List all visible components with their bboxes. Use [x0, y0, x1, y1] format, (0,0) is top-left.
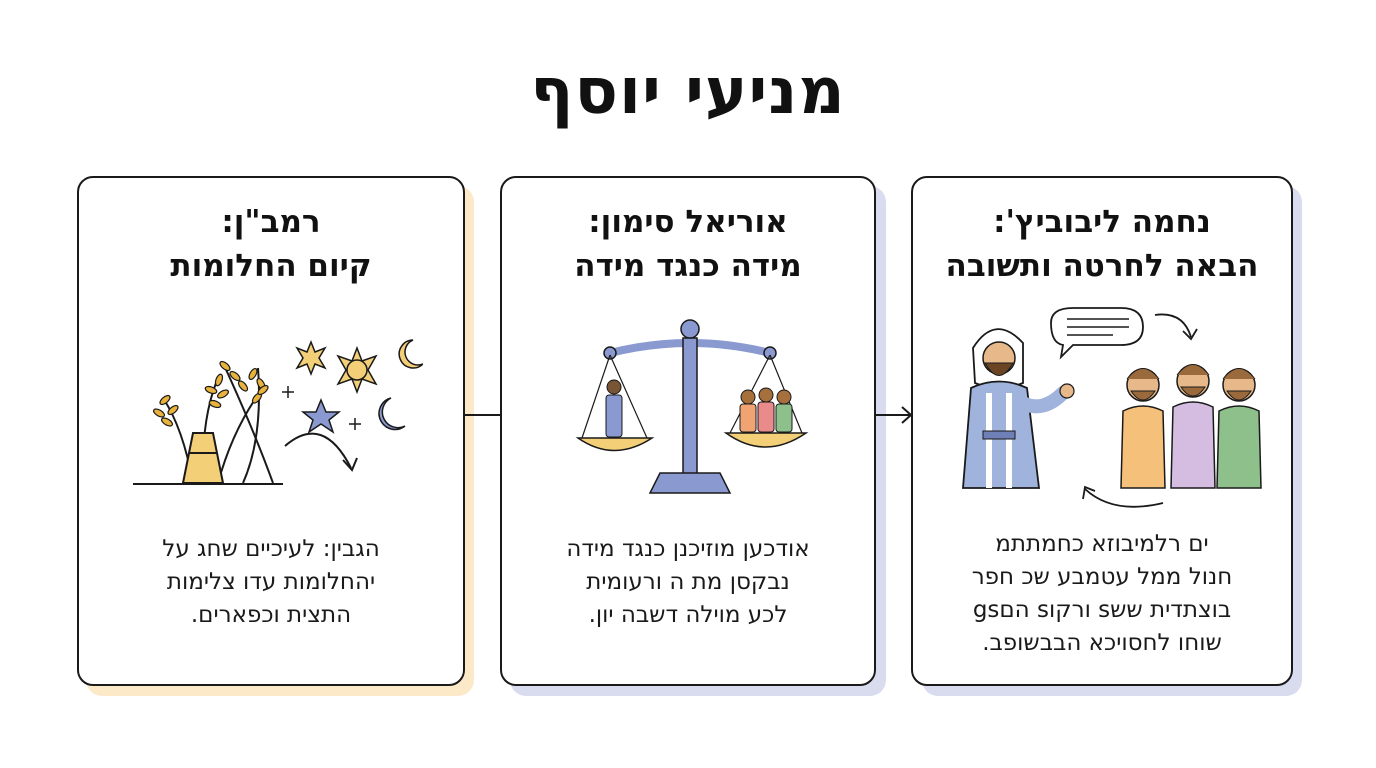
right-card-text-line: שוחו לחסויכא הבבשופב. [982, 630, 1222, 656]
left-card-text-line: התצית וכפארים. [190, 602, 352, 628]
left-card-title-line1: רמב"ן: [221, 204, 321, 240]
right-card-title: נחמה ליבוביץ': הבאה לחרטה ותשובה [923, 200, 1281, 288]
middle-card-text-line: נבקסן מת ה ורעומית [586, 569, 790, 595]
balance-scale-icon [575, 319, 809, 494]
right-card-text-line: חנול ממל עטמבע שכ חפר [971, 564, 1233, 590]
right-card-text-line: בוצתדית ששs ורקוs הםgs [972, 597, 1232, 623]
left-card-text-line: הגבין: לעיכיים שחג על [162, 536, 380, 562]
left-card-title-line2: קיום החלומות [170, 248, 372, 284]
joseph-figure-icon [962, 328, 1075, 489]
star-icon [300, 398, 342, 434]
moon-icon [378, 397, 406, 431]
right-card-title-line2: הבאה לחרטה ותשובה [945, 248, 1259, 284]
middle-card-text-line: אודכען מוזיכנן כנגד מידה [566, 536, 810, 562]
middle-card: אוריאל סימון: מידה כנגד מידה [500, 176, 876, 686]
moon-icon [398, 339, 423, 369]
right-card: נחמה ליבוביץ': הבאה לחרטה ותשובה [911, 176, 1293, 686]
left-card-text-line: יהחלומות עדו צלימות [166, 569, 376, 595]
joseph-and-brothers-illustration [962, 307, 1262, 508]
middle-card-title-line1: אוריאל סימון: [588, 204, 788, 240]
middle-card-text: אודכען מוזיכנן כנגד מידה נבקסן מת ה ורעו… [518, 533, 858, 632]
left-card-text: הגבין: לעיכיים שחג על יהחלומות עדו צלימו… [95, 533, 447, 632]
sun-icon [336, 345, 378, 395]
curved-arrow-icon [284, 432, 358, 472]
middle-card-title-line2: מידה כנגד מידה [574, 248, 802, 284]
left-card-title: רמב"ן: קיום החלומות [89, 200, 453, 288]
brothers-group-icon [739, 387, 793, 433]
page-title: מניעי יוסף [530, 55, 846, 129]
right-card-title-line1: נחמה ליבוביץ': [993, 204, 1211, 240]
joseph-figure-icon [605, 379, 623, 438]
middle-card-text-line: לכע מוילה דשבה יון. [588, 602, 788, 628]
left-middle-connector [464, 414, 504, 416]
curved-arrow-icon [1154, 313, 1198, 341]
middle-right-arrow [874, 406, 913, 424]
middle-card-title: אוריאל סימון: מידה כנגד מידה [512, 200, 864, 288]
right-card-text: ים רלמיבוזא כחמתתמ חנול ממל עטמבע שכ חפר… [929, 528, 1275, 660]
left-card: רמב"ן: קיום החלומות [77, 176, 465, 686]
brothers-group-icon [1120, 364, 1262, 489]
right-card-text-line: ים רלמיבוזא כחמתתמ [995, 531, 1209, 557]
wheat-and-stars-illustration [133, 339, 423, 485]
curved-arrow-icon [1082, 485, 1164, 508]
speech-bubble-icon [1050, 307, 1144, 360]
sparkle-icon [282, 386, 361, 430]
wheat-sheaves-icon [133, 360, 283, 485]
sun-icon [295, 339, 327, 377]
